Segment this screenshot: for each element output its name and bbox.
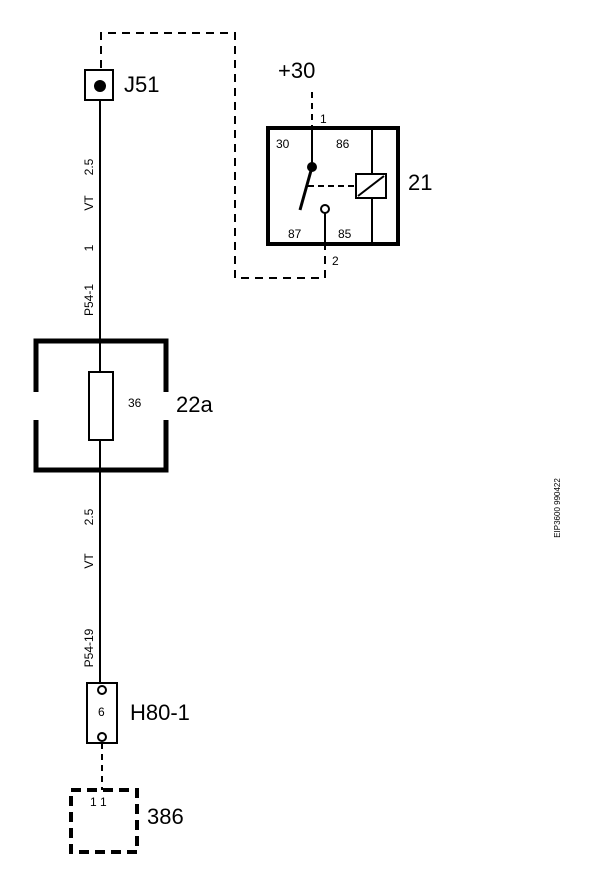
relay-pin-bottom: 2 (332, 254, 339, 268)
connector-pin: 6 (98, 705, 105, 719)
relay-pin-86: 86 (336, 137, 350, 151)
wire-lower-size: 2.5 (82, 508, 96, 525)
relay-pin-30: 30 (276, 137, 290, 151)
ground-pin: 1 1 (90, 795, 107, 809)
relay-pin-85: 85 (338, 227, 352, 241)
wire-upper-ref: P54-1 (82, 284, 96, 316)
wire-lower-color: VT (82, 553, 96, 569)
wire-upper-index: 1 (82, 244, 96, 251)
wire-upper-size: 2.5 (82, 158, 96, 175)
fusebox-22a (33, 338, 169, 473)
fuse-number: 36 (128, 396, 142, 410)
relay-label: 21 (408, 170, 432, 195)
relay-pin-87: 87 (288, 227, 302, 241)
connector-label: H80-1 (130, 700, 190, 725)
ground-component-label: 386 (147, 804, 184, 829)
j51-connector (84, 69, 114, 101)
relay-21 (266, 126, 400, 246)
relay-pin-top: 1 (320, 112, 327, 126)
component-386 (69, 788, 139, 854)
plus30-label: +30 (278, 58, 315, 83)
fuse-36 (88, 371, 114, 441)
fusebox-label: 22a (176, 392, 213, 417)
wire-lower-ref: P54-19 (82, 628, 96, 667)
document-code: EIP3600 990422 (553, 478, 562, 538)
wire-upper-color: VT (82, 195, 96, 211)
j51-label: J51 (124, 72, 159, 97)
dashed-relay-link (100, 32, 326, 279)
